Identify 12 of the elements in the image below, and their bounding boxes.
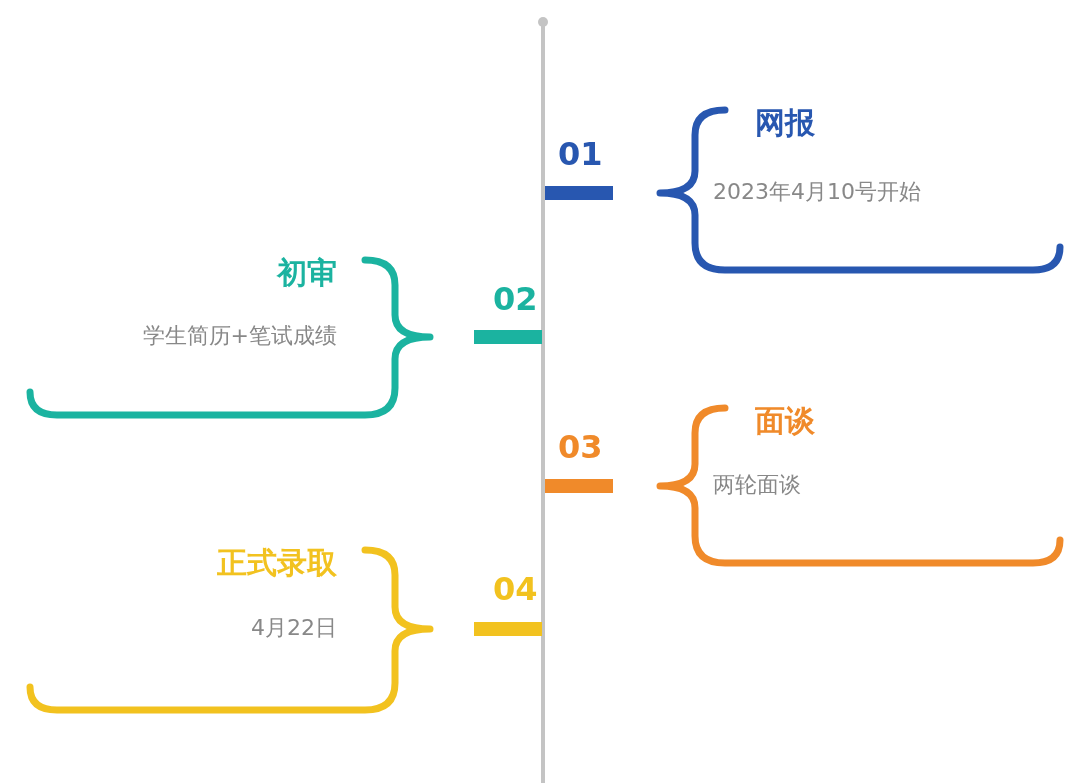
step-number: 03 xyxy=(558,428,603,466)
step-number: 01 xyxy=(558,135,603,173)
step-heading: 正式录取 xyxy=(217,544,337,582)
step-number: 04 xyxy=(493,570,538,608)
step-description: 2023年4月10号开始 xyxy=(713,178,921,206)
step-description: 学生简历+笔试成绩 xyxy=(142,322,337,350)
step-heading: 初审 xyxy=(277,254,337,292)
step-heading: 网报 xyxy=(755,104,815,142)
step-heading: 面谈 xyxy=(755,402,815,440)
step-description: 两轮面谈 xyxy=(713,471,801,499)
step-number: 02 xyxy=(493,280,538,318)
step-description: 4月22日 xyxy=(251,614,337,642)
